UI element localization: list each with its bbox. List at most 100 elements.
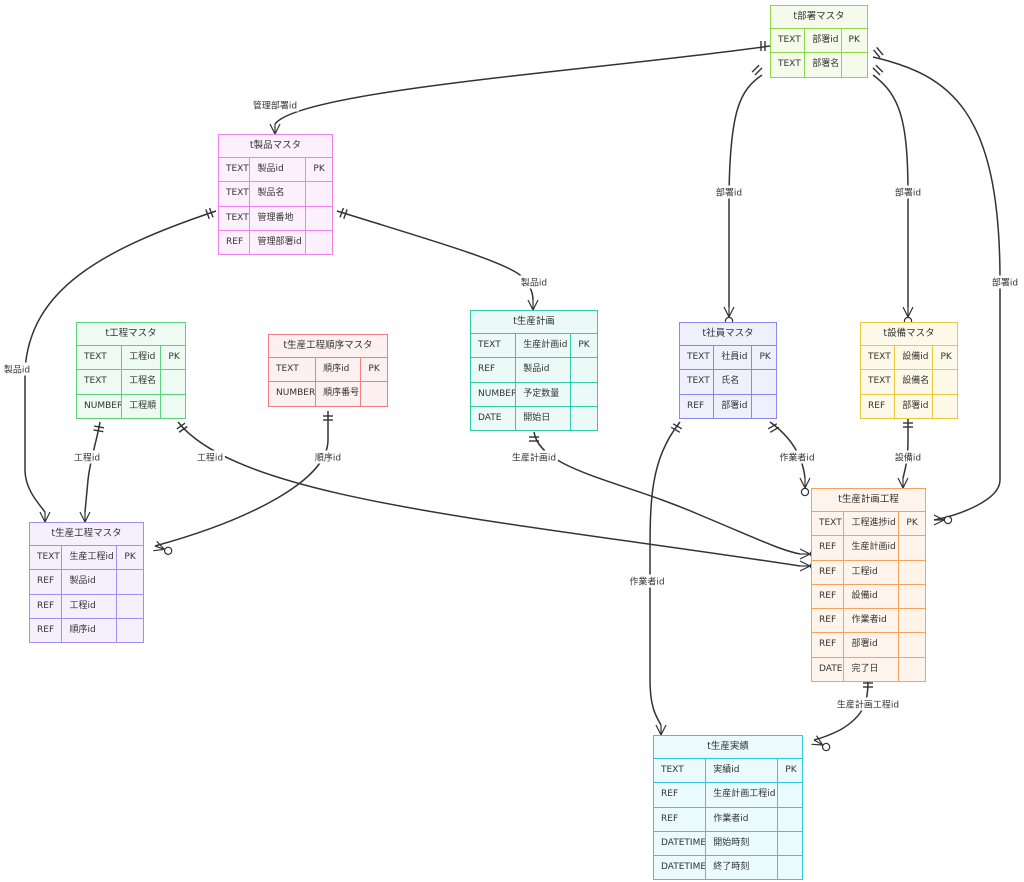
attribute-name: 社員id — [714, 346, 753, 370]
attribute-type: DATETIME — [654, 856, 707, 880]
many-cardinality-mark — [933, 514, 953, 526]
attribute-name: 生産工程id — [62, 546, 118, 570]
relation-label: 部署id — [713, 185, 745, 199]
relation-line — [728, 74, 763, 307]
attribute-name: 管理番地 — [250, 206, 307, 230]
attribute-type: TEXT — [861, 370, 896, 394]
attribute-name: 部署id — [895, 394, 934, 418]
attribute-name: 終了時刻 — [706, 856, 779, 880]
attribute-key — [899, 658, 925, 681]
attribute-key — [778, 832, 802, 855]
attribute-name: 部署名 — [805, 53, 842, 77]
one-cardinality-mark — [93, 425, 105, 433]
attribute-name: 順序id — [316, 358, 362, 382]
attribute-key — [778, 856, 802, 879]
one-cardinality-mark — [872, 64, 884, 76]
attribute-type: NUMBER — [269, 382, 317, 406]
attribute-type: REF — [654, 807, 707, 831]
attribute-type: REF — [812, 609, 845, 633]
relation-label: 設備id — [892, 450, 924, 464]
attribute-type: DATE — [812, 657, 845, 682]
attribute-name: 実績id — [706, 759, 779, 783]
attribute-key — [117, 619, 143, 642]
attribute-type: TEXT — [219, 158, 251, 182]
relation-line — [769, 421, 806, 479]
attribute-key — [117, 570, 143, 593]
one-cardinality-mark — [873, 46, 884, 59]
relation-line — [336, 210, 534, 301]
relation-label: 部署id — [892, 185, 924, 199]
attribute-name: 開始時刻 — [706, 831, 779, 856]
attribute-key: PK — [124, 552, 136, 562]
attribute-name: 生産計画id — [844, 536, 900, 560]
attribute-type: TEXT — [771, 53, 806, 77]
attribute-key — [306, 182, 332, 205]
attribute-name: 工程id — [62, 594, 118, 618]
attribute-type: DATE — [471, 406, 517, 431]
relation-line — [649, 421, 681, 726]
attribute-name: 生産計画id — [516, 334, 572, 358]
relation-label: 作業者id — [627, 574, 667, 588]
attribute-key — [899, 561, 925, 584]
attribute-type: TEXT — [680, 346, 715, 370]
many-cardinality-mark — [811, 735, 831, 752]
attribute-type: TEXT — [219, 206, 251, 230]
entity-title: t生産計画工程 — [812, 489, 925, 512]
relation-label: 工程id — [194, 450, 226, 464]
attribute-key — [842, 53, 868, 76]
attribute-type: REF — [30, 570, 63, 594]
attribute-key: PK — [368, 364, 380, 374]
attribute-name: 氏名 — [714, 370, 753, 394]
attribute-name: 作業者id — [844, 609, 900, 633]
relation-label: 作業者id — [777, 450, 817, 464]
attribute-name: 順序番号 — [316, 382, 362, 406]
attribute-key — [933, 395, 957, 418]
attribute-type: TEXT — [861, 346, 896, 370]
one-cardinality-mark — [205, 207, 214, 220]
one-cardinality-mark — [323, 415, 333, 421]
attribute-type: REF — [654, 783, 707, 807]
entity-title: t社員マスタ — [680, 323, 776, 346]
attribute-type: REF — [861, 394, 896, 418]
attribute-name: 部署id — [714, 394, 753, 418]
entity-title: t工程マスタ — [77, 323, 185, 346]
entity-title: t生産工程順序マスタ — [269, 335, 387, 358]
attribute-type: DATETIME — [654, 831, 707, 856]
attribute-name: 予定数量 — [516, 382, 572, 406]
attribute-type: TEXT — [680, 370, 715, 394]
one-cardinality-mark — [670, 423, 683, 433]
attribute-key: PK — [848, 35, 860, 45]
attribute-key — [571, 407, 597, 430]
attribute-type: REF — [219, 230, 251, 255]
attribute-name: 部署id — [844, 633, 900, 657]
attribute-key — [778, 808, 802, 831]
attribute-key — [933, 370, 957, 393]
attribute-type: TEXT — [654, 759, 707, 783]
entity-title: t製品マスタ — [219, 135, 332, 158]
relation-line — [533, 431, 801, 555]
